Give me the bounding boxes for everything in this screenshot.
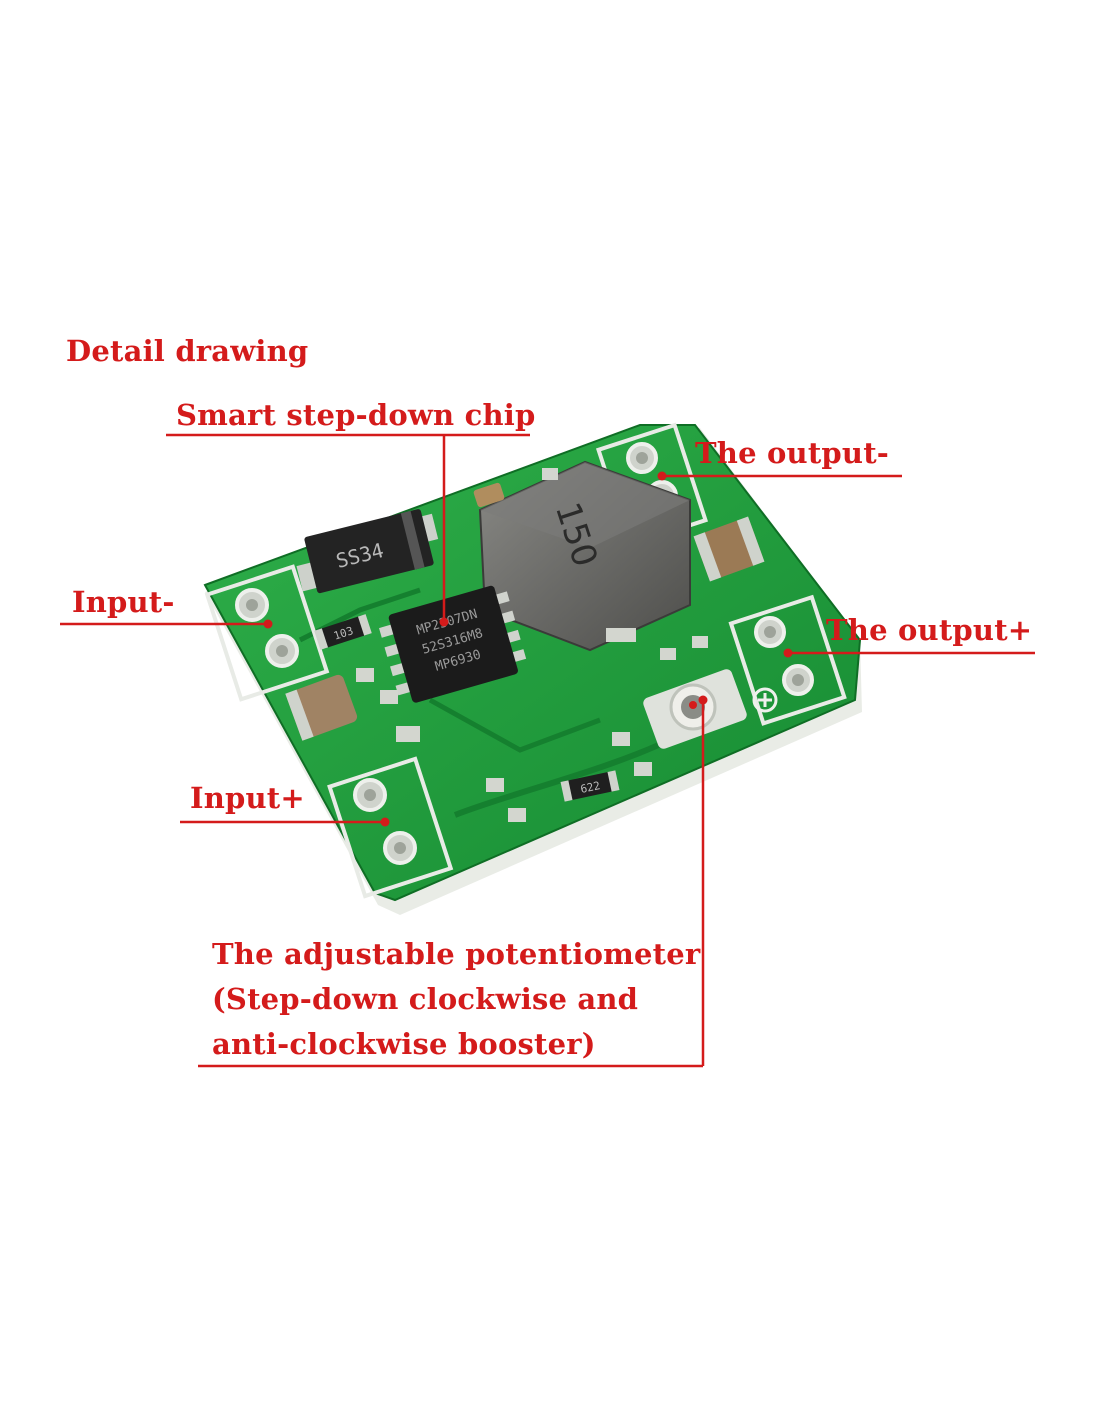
label-potentiometer: The adjustable potentiometer (Step-down … (212, 932, 700, 1067)
resistor-103: 103 (314, 614, 372, 650)
resistor-622: 622 (560, 770, 620, 802)
page-title: Detail drawing (66, 334, 309, 368)
label-input-plus: Input+ (190, 781, 305, 815)
plus-marker-icon (752, 687, 778, 713)
capacitor-top-right (693, 516, 765, 582)
label-potentiometer-line-2: (Step-down clockwise and (212, 982, 639, 1016)
pad-block-input-plus (327, 756, 454, 899)
callout-lines (60, 433, 1035, 1068)
inductor-150: 150 (478, 460, 691, 652)
capacitor-small-top (473, 482, 505, 508)
pad-block-output-plus (728, 594, 847, 726)
diode-ss34: SS34 (296, 509, 439, 594)
step-down-chip: MP2307DN 52S316M8 MP6930 (379, 585, 527, 703)
callout-dots (263, 471, 793, 827)
label-output-plus: The output+ (826, 613, 1033, 647)
potentiometer-adjust-point (689, 701, 697, 709)
svg-text:103: 103 (332, 624, 355, 643)
capacitor-left (285, 674, 358, 741)
label-output-minus: The output- (695, 436, 890, 470)
label-potentiometer-line-1: The adjustable potentiometer (212, 937, 701, 971)
label-potentiometer-line-3: anti-clockwise booster) (212, 1027, 596, 1061)
label-smart-step-down-chip: Smart step-down chip (176, 398, 536, 432)
svg-text:622: 622 (579, 779, 601, 796)
smd-pads (356, 468, 708, 822)
pad-block-input-minus (204, 564, 330, 702)
label-input-minus: Input- (72, 585, 175, 619)
